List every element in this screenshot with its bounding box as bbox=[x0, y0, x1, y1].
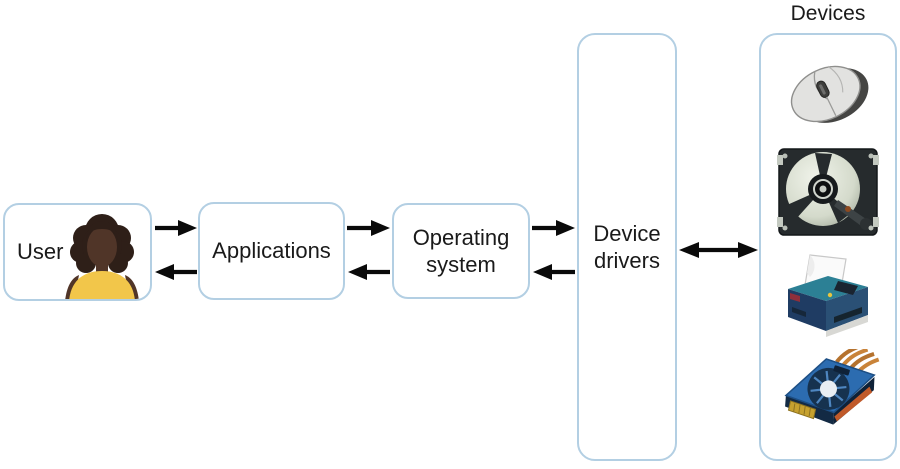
arrow-user-to-applications bbox=[155, 220, 197, 236]
avatar-fringe bbox=[86, 221, 118, 245]
operating-system-label: Operating system bbox=[412, 224, 510, 278]
arrow-applications-to-os bbox=[347, 220, 390, 236]
user-label: User bbox=[17, 239, 64, 265]
user-box: User bbox=[3, 203, 152, 301]
applications-label: Applications bbox=[212, 238, 331, 264]
arrow-os-to-applications bbox=[348, 264, 390, 280]
arrow-os-to-drivers bbox=[532, 220, 575, 236]
hard-disk-drive-icon bbox=[777, 148, 879, 236]
avatar-shirt bbox=[69, 271, 135, 299]
device-drivers-label: Device drivers bbox=[593, 220, 661, 274]
applications-box: Applications bbox=[198, 202, 345, 300]
printer-icon bbox=[788, 254, 868, 337]
arrow-drivers-devices-bidirectional bbox=[679, 242, 758, 258]
devices-box bbox=[759, 33, 897, 461]
arrow-drivers-to-os bbox=[533, 264, 575, 280]
user-avatar bbox=[65, 214, 139, 299]
devices-title: Devices bbox=[790, 2, 866, 25]
graphics-card-icon bbox=[784, 349, 880, 425]
computer-mouse-icon bbox=[790, 65, 869, 123]
arrow-applications-to-user bbox=[155, 264, 197, 280]
avatar-face bbox=[87, 227, 117, 267]
avatar-arm-right bbox=[125, 275, 139, 299]
device-drivers-box: Device drivers bbox=[577, 33, 677, 461]
avatar-arm-left bbox=[65, 275, 79, 299]
operating-system-box: Operating system bbox=[392, 203, 530, 299]
